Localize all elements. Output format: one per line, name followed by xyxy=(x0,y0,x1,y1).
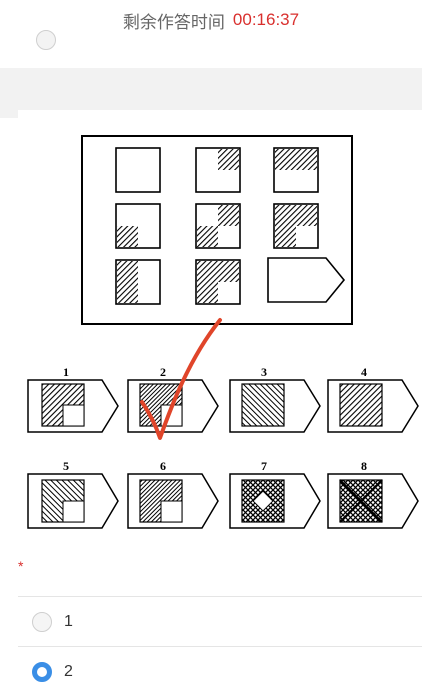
svg-text:5: 5 xyxy=(63,459,69,473)
question-figure: 1 2 3 4 5 6 7 8 xyxy=(27,135,419,529)
required-mark: * xyxy=(18,558,24,574)
option-figure-7: 7 xyxy=(229,459,321,529)
countdown-timer: 00:16:37 xyxy=(232,10,300,29)
svg-text:2: 2 xyxy=(160,365,166,379)
matrix-cell-fill xyxy=(197,282,218,303)
answer-option-2[interactable]: 2 xyxy=(18,646,422,697)
svg-text:4: 4 xyxy=(361,365,367,379)
radio-button-2[interactable] xyxy=(32,662,52,682)
svg-text:8: 8 xyxy=(361,459,367,473)
countdown-label: 剩余作答时间 xyxy=(122,12,225,32)
answer-placeholder xyxy=(267,257,346,303)
previous-option-radio[interactable] xyxy=(36,30,56,50)
previous-question-card xyxy=(18,30,422,69)
matrix-cell-fill xyxy=(275,149,317,170)
option-figure-5: 5 xyxy=(27,459,119,529)
answer-option-label: 2 xyxy=(64,663,73,680)
matrix-cell xyxy=(115,147,161,193)
answer-option-label: 1 xyxy=(64,613,73,630)
answer-option-1[interactable]: 1 xyxy=(18,596,422,647)
matrix-cell-fill xyxy=(117,261,138,303)
section-gap xyxy=(0,68,422,118)
check-mark-icon xyxy=(140,318,222,440)
radio-button-1[interactable] xyxy=(32,612,52,632)
matrix-cell-fill xyxy=(117,226,138,247)
matrix-cell-fill xyxy=(197,226,218,247)
option-figure-3: 3 xyxy=(229,365,321,433)
matrix-cell-fill xyxy=(275,226,296,247)
option-figure-4: 4 xyxy=(327,365,419,433)
matrix-cell-fill xyxy=(218,205,239,226)
matrix-cell-fill xyxy=(197,261,239,282)
svg-text:3: 3 xyxy=(261,365,267,379)
svg-text:7: 7 xyxy=(261,459,267,473)
matrix-cell-fill xyxy=(218,149,239,170)
matrix-cell-fill xyxy=(275,205,317,226)
svg-text:1: 1 xyxy=(63,365,69,379)
option-figure-6: 6 xyxy=(127,459,219,529)
countdown-header: 剩余作答时间 00:16:37 xyxy=(0,0,422,40)
option-figure-1: 1 xyxy=(27,365,119,433)
option-figure-8: 8 xyxy=(327,459,419,529)
svg-text:6: 6 xyxy=(160,459,166,473)
